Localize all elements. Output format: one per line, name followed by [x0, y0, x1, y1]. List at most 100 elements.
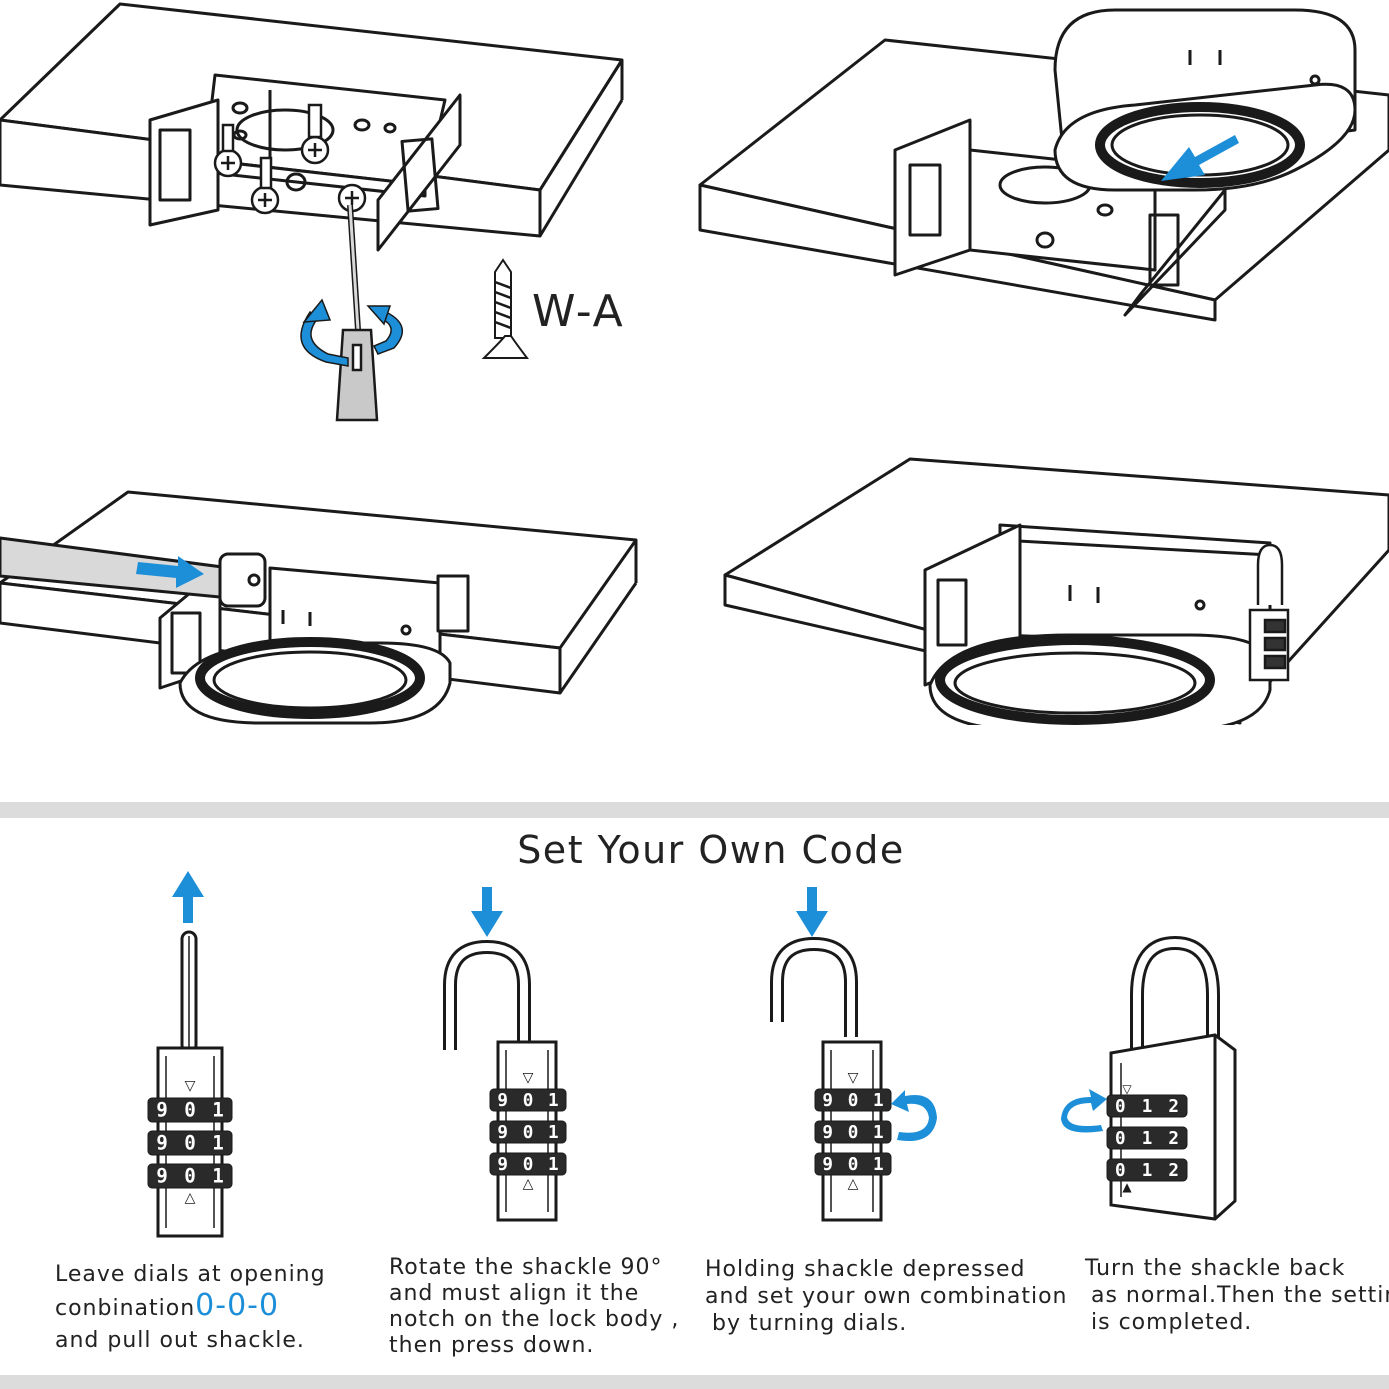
dial-digit: 1	[1142, 1097, 1153, 1117]
caption-line: and pull out shackle.	[55, 1328, 305, 1353]
rotate-arrow-icon	[300, 298, 403, 367]
step2-caption: Rotate the shackle 90° and must align it…	[389, 1255, 679, 1359]
shackle	[443, 939, 531, 1050]
step-installed-illustration	[720, 455, 1389, 725]
dial-digit: 1	[548, 1155, 559, 1175]
dial-digit: 1	[873, 1091, 884, 1111]
dial-digit: 0	[848, 1123, 859, 1143]
screw-label: W-A	[532, 286, 625, 337]
padlock-icon	[1248, 543, 1290, 682]
dial-digit: 2	[1168, 1097, 1179, 1117]
dial-digit: 0	[523, 1155, 534, 1175]
dial-digit: 1	[1142, 1161, 1153, 1181]
dial-digit: 0	[523, 1123, 534, 1143]
dial-digit: 1	[873, 1155, 884, 1175]
svg-text:▽: ▽	[848, 1070, 859, 1086]
svg-text:▽: ▽	[1122, 1082, 1132, 1096]
wood-screw-icon	[481, 258, 529, 359]
caption-line: by turning dials.	[712, 1311, 908, 1336]
caption-line: and must align it the	[389, 1281, 640, 1306]
caption-line: Rotate the shackle 90°	[389, 1255, 663, 1280]
arrow-down-left-icon	[1161, 135, 1239, 181]
step1-caption: Leave dials at opening conbination0-0-0 …	[55, 1261, 326, 1354]
svg-text:▽: ▽	[523, 1070, 534, 1086]
dial-digit: 9	[156, 1132, 168, 1155]
caption-line: Leave dials at opening	[55, 1262, 326, 1287]
dial-digit: 0	[848, 1091, 859, 1111]
dial-digit: 1	[1142, 1129, 1153, 1149]
rotate-dial-icon	[1061, 1089, 1107, 1133]
bracket-arm-right	[376, 93, 462, 252]
arrow-down-icon	[796, 887, 828, 937]
dial-digit: 9	[822, 1155, 833, 1175]
arrow-up-icon	[172, 871, 204, 923]
bottom-border	[0, 1375, 1389, 1389]
svg-text:▽: ▽	[185, 1078, 196, 1094]
dial-digit: 2	[1168, 1129, 1179, 1149]
rotate-dial-icon	[891, 1090, 937, 1142]
dial-digit: 1	[548, 1091, 559, 1111]
section-title: Set Your Own Code	[517, 828, 905, 872]
dial-digit: 0	[184, 1099, 196, 1122]
dial-digit: 1	[212, 1132, 224, 1155]
dial-digit: 0	[1115, 1129, 1126, 1149]
svg-text:△: △	[185, 1190, 196, 1206]
caption-line: as normal.Then the setting	[1091, 1283, 1389, 1308]
shackle	[770, 936, 858, 1037]
step-insert-bar-illustration	[0, 488, 650, 738]
step-slide-safe-illustration	[695, 0, 1389, 330]
caption-line: notch on the lock body ,	[389, 1307, 680, 1332]
dial-digit: 0	[523, 1091, 534, 1111]
caption-line: Turn the shackle back	[1085, 1256, 1346, 1281]
locking-bar	[0, 536, 267, 608]
arrow-down-icon	[471, 887, 503, 937]
dial-digit: 1	[212, 1099, 224, 1122]
dial-digit: 2	[1168, 1161, 1179, 1181]
dial-digit: 9	[497, 1155, 508, 1175]
caption-line: and set your own combination	[705, 1284, 1068, 1309]
dial-digit: 1	[212, 1165, 224, 1188]
svg-text:△: △	[848, 1176, 859, 1192]
svg-text:▲: ▲	[1122, 1180, 1132, 1194]
caption-text: conbination	[55, 1296, 196, 1321]
caption-line: Holding shackle depressed	[705, 1257, 1026, 1282]
step4-caption: Turn the shackle back as normal.Then the…	[1085, 1255, 1389, 1336]
caption-line: then press down.	[389, 1333, 595, 1358]
dial-digit: 9	[497, 1091, 508, 1111]
step-mount-bracket-illustration	[0, 0, 650, 440]
screwdriver-icon	[335, 204, 379, 422]
dial-digit: 0	[184, 1165, 196, 1188]
dial-digit: 9	[156, 1165, 168, 1188]
dial-digit: 9	[822, 1123, 833, 1143]
dial-digit: 1	[873, 1123, 884, 1143]
caption-line: conbination0-0-0	[55, 1288, 326, 1327]
section-divider	[0, 802, 1389, 818]
arrow-right-icon	[136, 556, 204, 588]
dial-digit: 0	[848, 1155, 859, 1175]
step3-caption: Holding shackle depressed and set your o…	[705, 1256, 1067, 1337]
dial-digit: 0	[1115, 1097, 1126, 1117]
dial-digit: 0	[1115, 1161, 1126, 1181]
dial-digit: 9	[497, 1123, 508, 1143]
default-code: 0-0-0	[195, 1288, 280, 1323]
dial-digit: 1	[548, 1123, 559, 1143]
dial-digit: 0	[184, 1132, 196, 1155]
dial-digit: 9	[822, 1091, 833, 1111]
caption-line: is completed.	[1091, 1310, 1253, 1335]
